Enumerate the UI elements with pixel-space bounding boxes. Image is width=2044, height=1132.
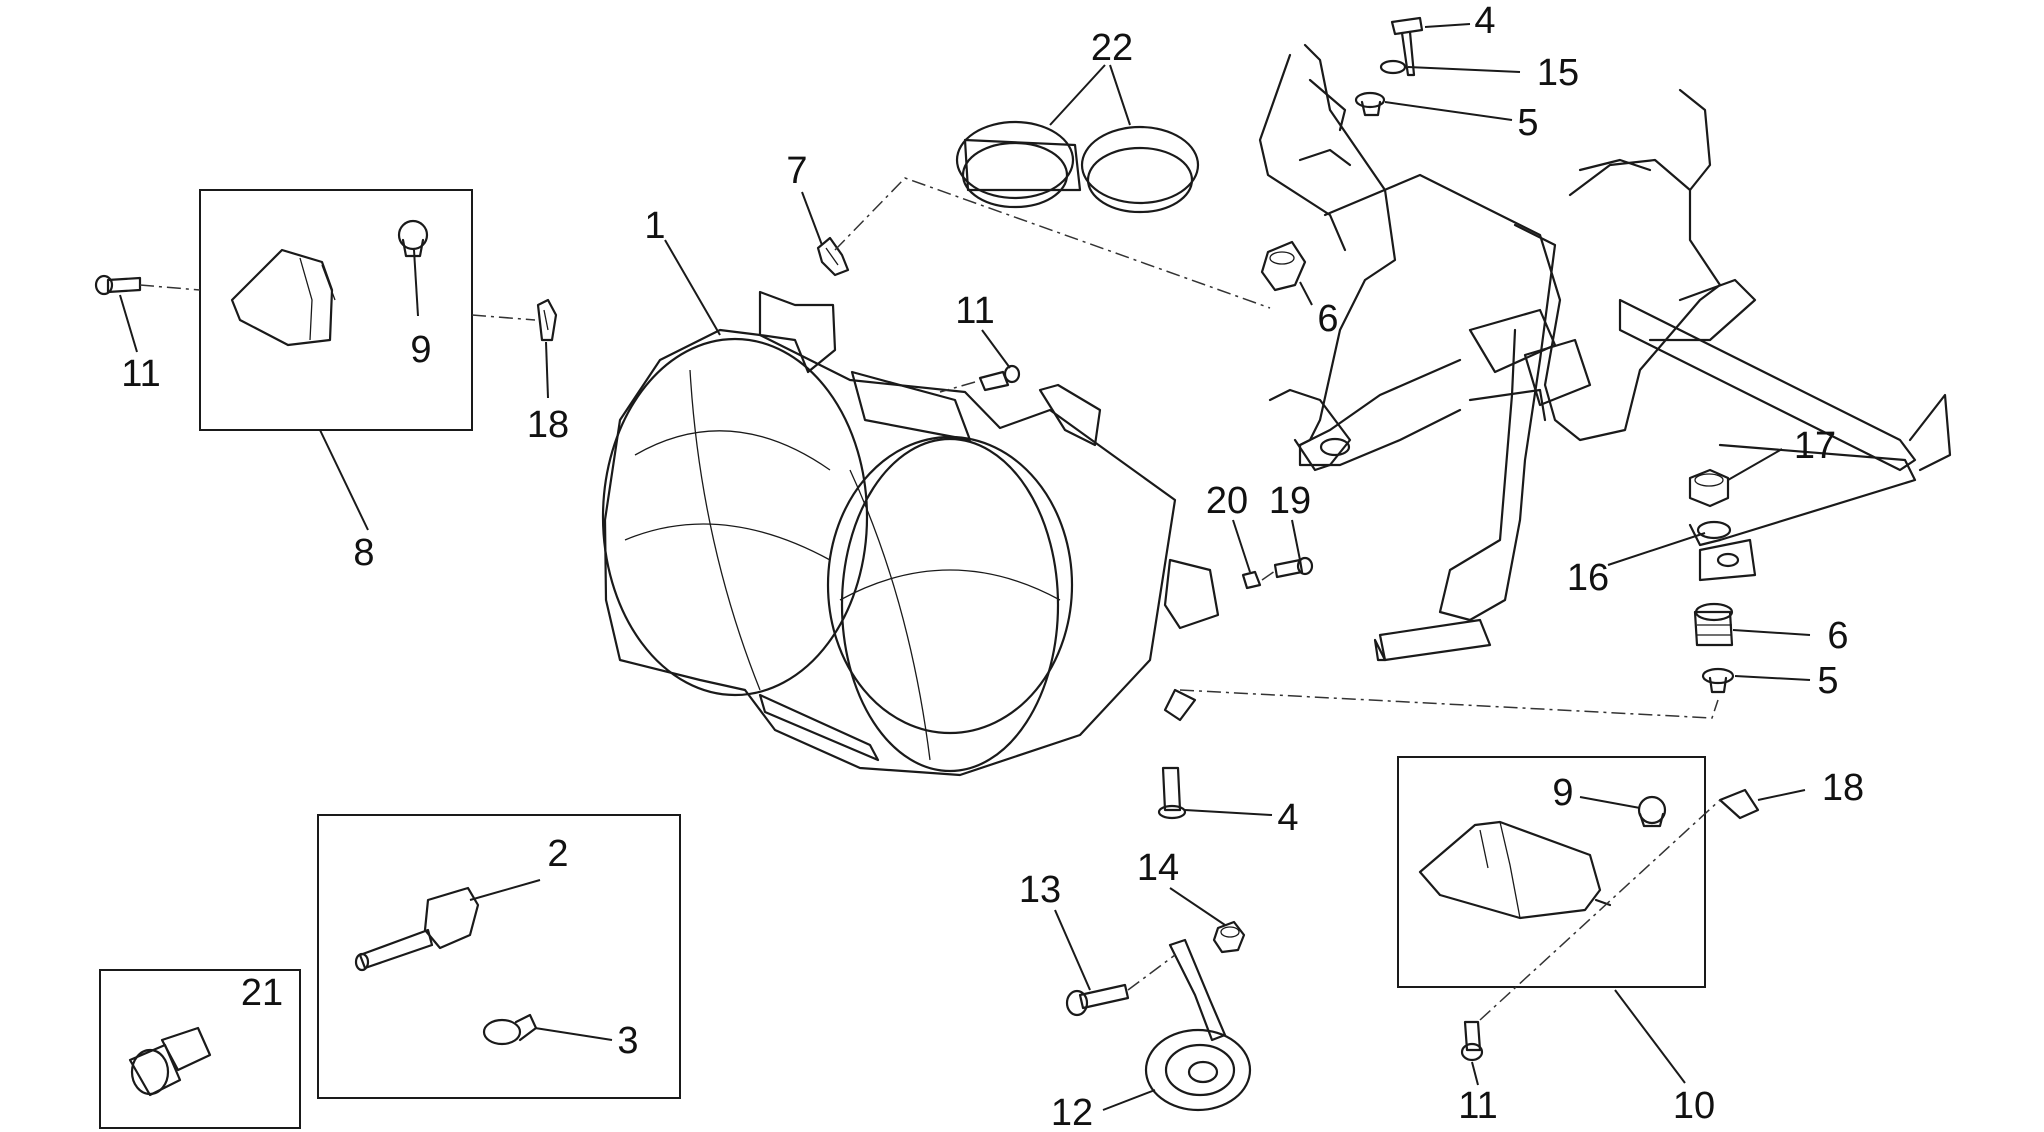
bolt-13: [1065, 983, 1130, 1017]
callout-16: 16: [1567, 557, 1609, 599]
bulb-3: [482, 1013, 538, 1046]
assembly-line-headlight-5: [1179, 689, 1719, 719]
assembly-line-7-6: [834, 177, 1271, 309]
callout-10: 10: [1673, 1085, 1715, 1127]
callout-11-bottom: 11: [1458, 1085, 1497, 1127]
callout-14: 14: [1137, 847, 1179, 889]
turn-signal-left: [230, 248, 336, 347]
callout-5-top: 5: [1517, 102, 1538, 144]
callout-5-right: 5: [1817, 660, 1838, 702]
callout-6-right: 6: [1827, 615, 1848, 657]
box-group-21: [99, 969, 301, 1129]
callout-22: 22: [1091, 27, 1133, 69]
headlight-assembly: [601, 290, 1220, 777]
leader-lines: [119, 23, 1811, 1111]
callout-4-top: 4: [1474, 0, 1495, 42]
callout-15: 15: [1537, 52, 1579, 94]
callout-18-left: 18: [527, 404, 569, 446]
callout-11-center: 11: [955, 290, 994, 332]
assembly-line-20-19: [1261, 570, 1276, 581]
callout-7: 7: [786, 150, 807, 192]
assembly-line-11-group8: [139, 284, 201, 291]
callout-3: 3: [617, 1020, 638, 1062]
callout-8: 8: [353, 532, 374, 574]
fastener-5-right: [1701, 667, 1735, 694]
callout-11-left: 11: [121, 353, 160, 395]
bulb-9-right: [1637, 795, 1667, 828]
callout-6-top: 6: [1317, 298, 1338, 340]
washer-16: [1696, 520, 1732, 540]
screw-19: [1273, 556, 1314, 579]
callout-19: 19: [1269, 480, 1311, 522]
callout-1: 1: [644, 205, 665, 247]
callout-2: 2: [547, 833, 568, 875]
assembly-line-13-horn: [1127, 954, 1176, 991]
assembly-line-signal-11-18: [1479, 799, 1721, 1021]
fastener-5-top: [1354, 91, 1386, 117]
box-group-8: [199, 189, 473, 431]
callout-20: 20: [1206, 480, 1248, 522]
grommet-6-right: [1693, 602, 1734, 647]
callout-4-bottom: 4: [1277, 797, 1298, 839]
clip-18-left: [536, 298, 558, 342]
turn-signal-right: [1418, 820, 1612, 920]
lens-pair: [955, 120, 1200, 214]
screw-11-bottom: [1460, 1020, 1484, 1062]
callout-17: 17: [1794, 425, 1836, 467]
box-group-2-3: [317, 814, 681, 1099]
screw-11-center: [978, 364, 1021, 392]
assembly-line-11-frame: [939, 381, 976, 393]
horn-12: [1144, 938, 1252, 1112]
bolt-4-top: [1390, 16, 1424, 77]
washer-15: [1379, 59, 1407, 75]
clip-18-right: [1718, 788, 1760, 820]
callout-18-right: 18: [1822, 767, 1864, 809]
grommet-6-top: [1260, 240, 1307, 292]
box-group-10: [1397, 756, 1706, 988]
callout-13: 13: [1019, 869, 1061, 911]
bolt-4-bottom: [1157, 766, 1187, 820]
cap-21: [128, 1026, 212, 1097]
bulb-9-left: [397, 219, 429, 258]
assembly-line-18-group8: [471, 314, 536, 321]
callout-9-left: 9: [410, 329, 431, 371]
nut-14: [1212, 920, 1246, 954]
callout-9-right: 9: [1552, 772, 1573, 814]
nut-17: [1688, 468, 1730, 508]
bulb-holder-2: [354, 886, 480, 972]
mounting-frame: [1258, 43, 1952, 662]
screw-11-left: [94, 274, 142, 296]
callout-12: 12: [1051, 1092, 1093, 1132]
callout-21: 21: [241, 972, 283, 1014]
spacer-20: [1241, 570, 1262, 590]
clip-7: [816, 236, 850, 277]
